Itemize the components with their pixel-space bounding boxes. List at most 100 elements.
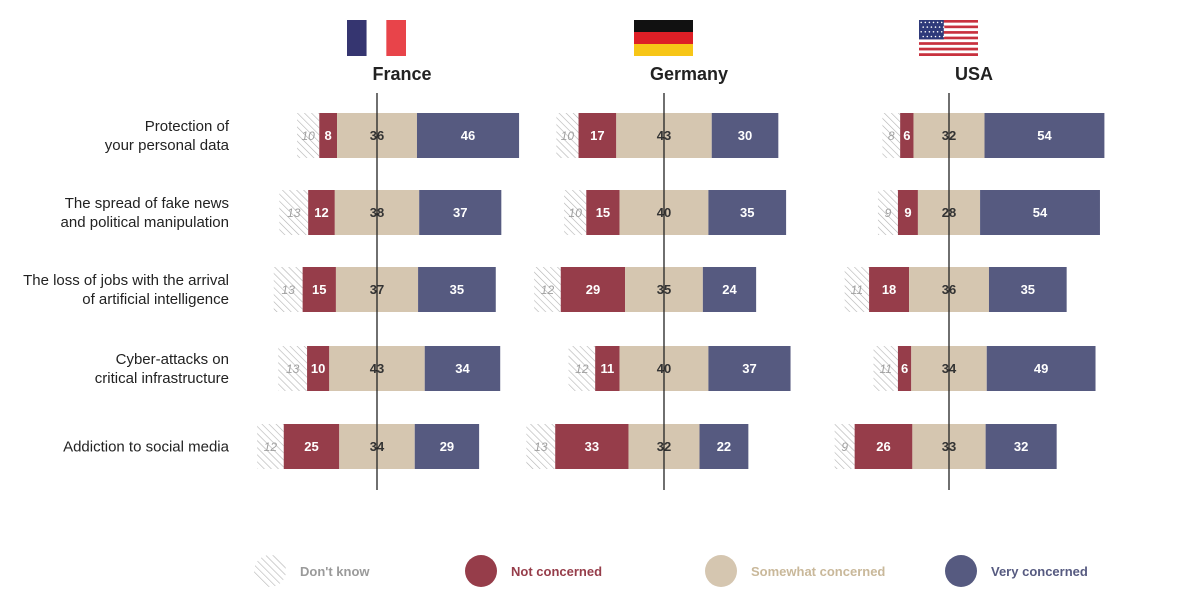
data-label: 13 — [287, 206, 301, 220]
bar-dont-know — [257, 424, 284, 469]
row-label: The loss of jobs with the arrival — [23, 272, 229, 289]
data-label: 10 — [311, 361, 325, 376]
bar-not-concerned — [854, 424, 913, 469]
data-label: 15 — [596, 205, 610, 220]
data-label: 12 — [541, 283, 555, 297]
row-label: critical infrastructure — [95, 370, 229, 387]
bar-dont-know — [834, 424, 855, 469]
country-title: Germany — [650, 64, 728, 84]
data-label: 34 — [455, 361, 470, 376]
data-label: 12 — [314, 205, 328, 220]
bar-very-concerned — [424, 346, 501, 391]
data-label: 37 — [453, 205, 467, 220]
bar-very-concerned — [414, 424, 480, 469]
bar-dont-know — [534, 267, 561, 312]
data-label: 9 — [904, 205, 911, 220]
bar-dont-know — [877, 190, 898, 235]
bar-not-concerned — [897, 190, 918, 235]
data-label: 35 — [450, 282, 464, 297]
bar-dont-know — [568, 346, 596, 391]
data-label: 10 — [569, 206, 583, 220]
data-label: 9 — [885, 206, 892, 220]
data-label: 33 — [585, 439, 599, 454]
legend-label: Very concerned — [991, 564, 1088, 579]
bar-dont-know — [556, 113, 579, 158]
legend-item-dont-know: Don't know — [254, 555, 370, 587]
bar-dont-know — [297, 113, 320, 158]
bar-not-concerned — [586, 190, 620, 235]
legend-label: Don't know — [300, 564, 370, 579]
bar-very-concerned — [708, 190, 787, 235]
bar-not-concerned — [869, 267, 910, 312]
data-label: 15 — [312, 282, 326, 297]
bar-not-concerned — [319, 113, 338, 158]
data-label: 9 — [841, 440, 848, 454]
bar-very-concerned — [418, 267, 496, 312]
legend-swatch — [945, 555, 977, 587]
data-label: 25 — [304, 439, 318, 454]
data-label: 32 — [1014, 439, 1028, 454]
data-label: 6 — [903, 128, 910, 143]
bar-dont-know — [844, 267, 870, 312]
bar-not-concerned — [897, 346, 912, 391]
usa-flag — [919, 20, 978, 56]
data-label: 54 — [1037, 128, 1052, 143]
bar-not-concerned — [308, 190, 335, 235]
legend-label: Not concerned — [511, 564, 602, 579]
legend-label: Somewhat concerned — [751, 564, 885, 579]
bar-dont-know — [873, 346, 898, 391]
bar-very-concerned — [702, 267, 757, 312]
bar-not-concerned — [595, 346, 620, 391]
bar-very-concerned — [986, 346, 1096, 391]
bar-very-concerned — [980, 190, 1100, 235]
data-label: 13 — [286, 362, 300, 376]
data-label: 11 — [851, 283, 863, 297]
data-label: 30 — [738, 128, 752, 143]
data-label: 22 — [717, 439, 731, 454]
bar-dont-know — [526, 424, 556, 469]
data-label: 8 — [325, 128, 332, 143]
bar-dont-know — [882, 113, 901, 158]
bar-not-concerned — [307, 346, 330, 391]
data-label: 26 — [876, 439, 890, 454]
data-label: 29 — [586, 282, 600, 297]
legend-item-not-concerned: Not concerned — [465, 555, 602, 587]
data-label: 49 — [1034, 361, 1048, 376]
bar-dont-know — [273, 267, 303, 312]
data-label: 10 — [302, 129, 316, 143]
data-label: 10 — [561, 129, 575, 143]
data-label: 37 — [742, 361, 756, 376]
row-label: The spread of fake news — [65, 195, 229, 212]
bar-very-concerned — [699, 424, 749, 469]
data-label: 54 — [1033, 205, 1048, 220]
bar-very-concerned — [708, 346, 791, 391]
bar-not-concerned — [555, 424, 629, 469]
bar-not-concerned — [283, 424, 340, 469]
data-label: 13 — [282, 283, 296, 297]
country-title: France — [372, 64, 431, 84]
legend-swatch — [705, 555, 737, 587]
legend-item-somewhat-concerned: Somewhat concerned — [705, 555, 885, 587]
bar-very-concerned — [988, 267, 1067, 312]
row-label: Cyber-attacks on — [116, 351, 229, 368]
legend-item-very-concerned: Very concerned — [945, 555, 1088, 587]
bar-very-concerned — [984, 113, 1105, 158]
bar-not-concerned — [900, 113, 914, 158]
data-label: 12 — [264, 440, 278, 454]
bar-very-concerned — [711, 113, 779, 158]
row-label: your personal data — [105, 137, 230, 154]
data-label: 6 — [901, 361, 908, 376]
data-label: 35 — [1021, 282, 1035, 297]
data-label: 11 — [601, 361, 615, 376]
country-title: USA — [955, 64, 993, 84]
row-label: of artificial intelligence — [82, 291, 229, 308]
bar-dont-know — [279, 190, 309, 235]
data-label: 13 — [534, 440, 548, 454]
data-label: 24 — [722, 282, 737, 297]
bar-very-concerned — [419, 190, 502, 235]
data-label: 46 — [461, 128, 475, 143]
row-label: Protection of — [145, 118, 230, 135]
data-label: 18 — [882, 282, 896, 297]
data-label: 12 — [575, 362, 589, 376]
